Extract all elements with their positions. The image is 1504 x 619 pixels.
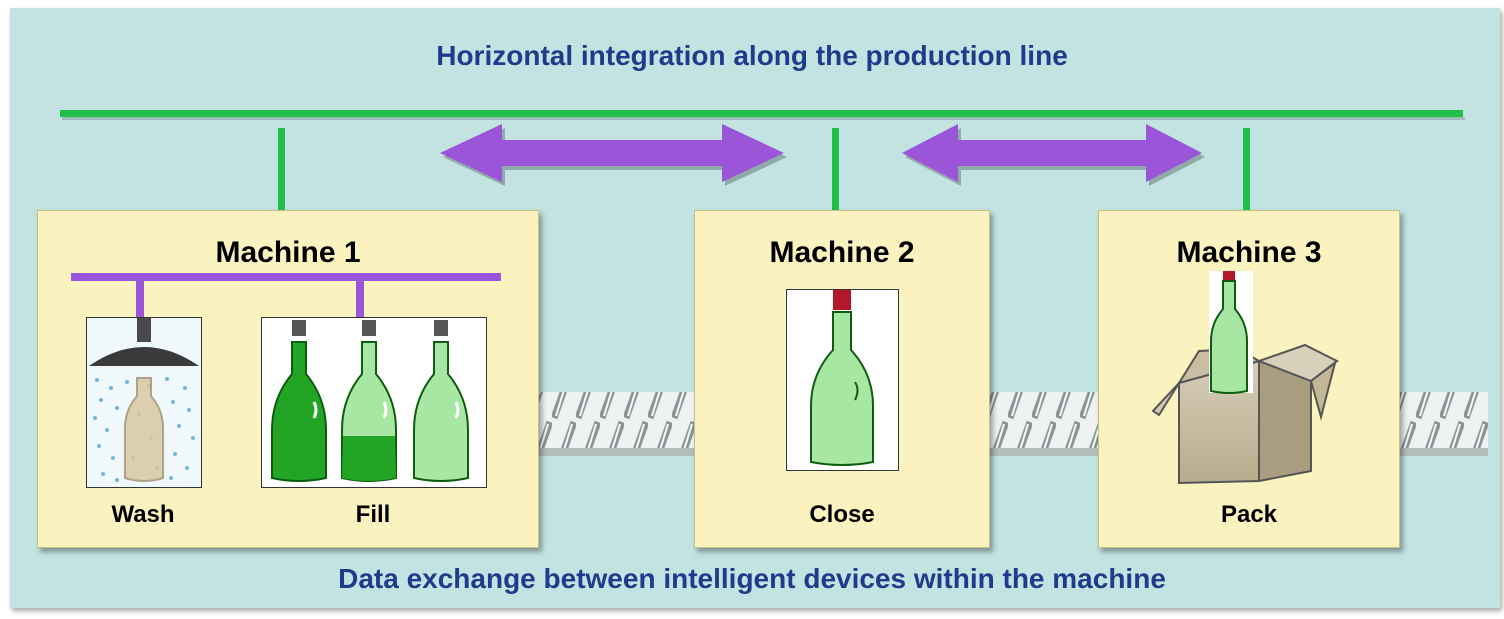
wash-label: Wash bbox=[111, 501, 175, 528]
machine-3-title: Machine 3 bbox=[1176, 236, 1322, 269]
page-title: Horizontal integration along the product… bbox=[436, 40, 1068, 71]
footer-caption: Data exchange between intelligent device… bbox=[338, 563, 1166, 594]
bus-drop-machine-1 bbox=[278, 128, 285, 210]
bus-drop-machine-2 bbox=[832, 128, 839, 210]
machine-2-box: Machine 2 Close bbox=[694, 210, 990, 548]
close-label: Close bbox=[809, 501, 875, 528]
wash-image bbox=[86, 317, 202, 488]
machine-1-internal-bus bbox=[71, 273, 501, 317]
bus-drop-machine-3 bbox=[1243, 128, 1250, 210]
machine-1-title: Machine 1 bbox=[215, 236, 361, 269]
double-arrow-1-2 bbox=[440, 124, 787, 186]
wash-icon bbox=[87, 318, 201, 487]
fill-icon bbox=[262, 318, 486, 487]
machine-1-box: Machine 1 bbox=[37, 210, 539, 548]
close-image bbox=[786, 289, 899, 471]
fill-label: Fill bbox=[355, 501, 391, 528]
machine-2-title: Machine 2 bbox=[769, 236, 915, 269]
machine-3-box: Machine 3 Pack bbox=[1098, 210, 1400, 548]
double-arrow-2-3 bbox=[902, 124, 1205, 186]
fill-image bbox=[261, 317, 487, 488]
conveyor-belt bbox=[538, 392, 1488, 456]
pack-icon bbox=[1151, 271, 1339, 485]
close-icon bbox=[787, 290, 898, 470]
pack-label: Pack bbox=[1220, 501, 1278, 528]
production-bus bbox=[60, 110, 1465, 210]
